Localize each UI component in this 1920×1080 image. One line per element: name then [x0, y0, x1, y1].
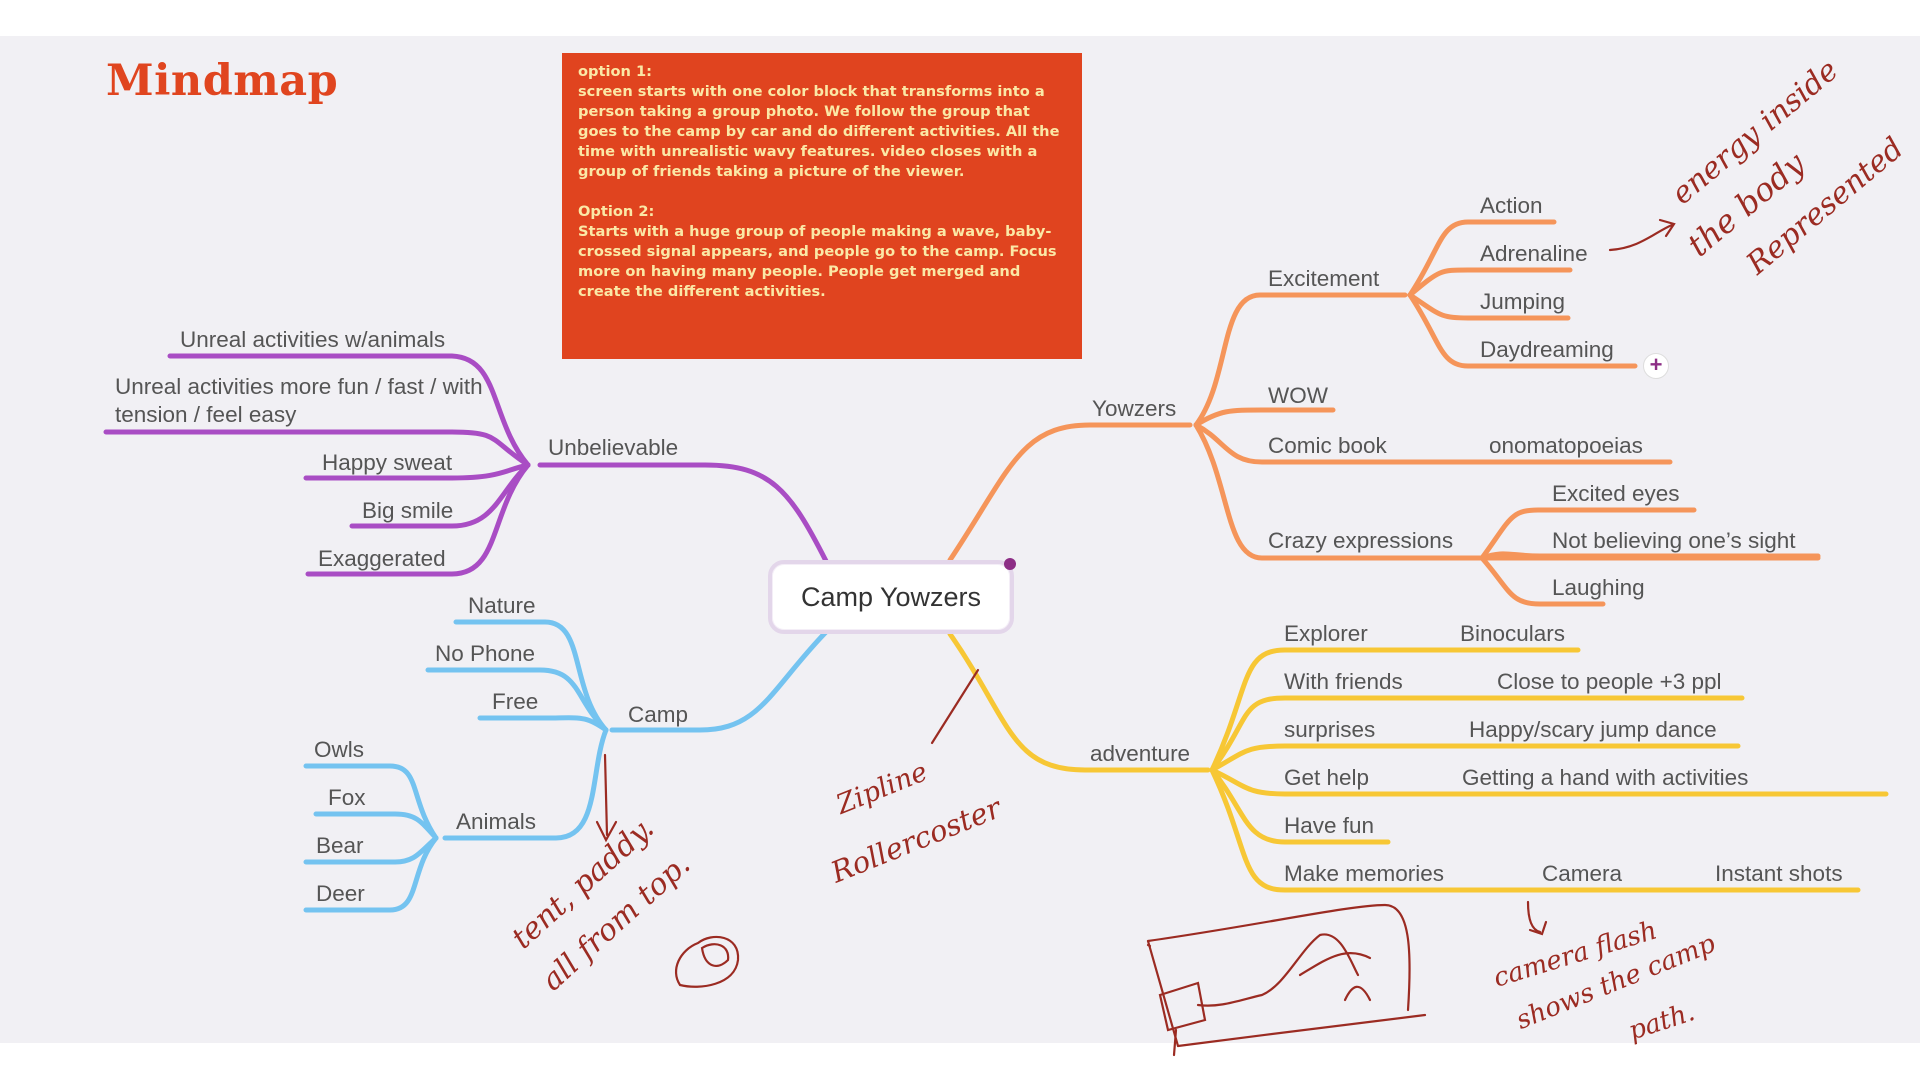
node-action[interactable]: Action — [1480, 193, 1543, 218]
node-daydreaming[interactable]: Daydreaming — [1480, 337, 1614, 362]
node-getting-a-hand[interactable]: Getting a hand with activities — [1462, 765, 1749, 790]
node-laughing[interactable]: Laughing — [1552, 575, 1645, 600]
node-excitement[interactable]: Excitement — [1268, 266, 1380, 291]
node-unreal-fun[interactable]: Unreal activities more fun / fast / with… — [115, 374, 483, 427]
node-unbelievable[interactable]: Unbelievable — [548, 435, 679, 460]
connectors-yowzers — [947, 219, 1821, 607]
node-big-smile[interactable]: Big smile — [362, 498, 454, 523]
option2-heading: Option 2: — [578, 203, 655, 220]
node-adrenaline[interactable]: Adrenaline — [1480, 241, 1588, 266]
node-binoculars[interactable]: Binoculars — [1460, 621, 1566, 646]
node-owls[interactable]: Owls — [314, 737, 364, 762]
node-exaggerated[interactable]: Exaggerated — [318, 546, 446, 571]
node-instant-shots[interactable]: Instant shots — [1715, 861, 1843, 886]
node-jumping[interactable]: Jumping — [1480, 289, 1566, 314]
node-wow[interactable]: WOW — [1268, 383, 1328, 408]
node-fox[interactable]: Fox — [328, 785, 366, 810]
node-onomatopoeias[interactable]: onomatopoeias — [1489, 433, 1643, 458]
connectors-adventure — [947, 631, 1889, 893]
node-comic-book[interactable]: Comic book — [1268, 433, 1387, 458]
node-bear[interactable]: Bear — [316, 833, 364, 858]
node-crazy-expressions[interactable]: Crazy expressions — [1268, 528, 1454, 553]
node-camera[interactable]: Camera — [1542, 861, 1623, 886]
connectors-unbelievable — [103, 353, 829, 577]
add-node-button[interactable]: + — [1643, 353, 1669, 379]
central-node-label: Camp Yowzers — [800, 581, 982, 612]
node-animals[interactable]: Animals — [456, 809, 537, 834]
node-unreal-animals[interactable]: Unreal activities w/animals — [180, 327, 446, 352]
options-note[interactable]: option 1: screen starts with one color bl… — [562, 53, 1082, 359]
node-with-friends[interactable]: With friends — [1284, 669, 1403, 694]
handwritten-strokes — [595, 218, 1676, 1057]
page-title: Mindmap — [106, 56, 339, 106]
node-happy-sweat[interactable]: Happy sweat — [322, 450, 453, 475]
node-no-phone[interactable]: No Phone — [435, 641, 536, 666]
node-jump-dance[interactable]: Happy/scary jump dance — [1469, 717, 1717, 742]
node-deer[interactable]: Deer — [316, 881, 365, 906]
node-yowzers[interactable]: Yowzers — [1092, 396, 1177, 421]
node-make-memories[interactable]: Make memories — [1284, 861, 1445, 886]
node-close-to-people[interactable]: Close to people +3 ppl — [1497, 669, 1722, 694]
node-excited-eyes[interactable]: Excited eyes — [1552, 481, 1680, 506]
node-nature[interactable]: Nature — [468, 593, 536, 618]
node-not-believing[interactable]: Not believing one’s sight — [1552, 528, 1796, 553]
central-node[interactable]: Camp Yowzers — [768, 558, 1016, 634]
node-get-help[interactable]: Get help — [1284, 765, 1370, 790]
node-explorer[interactable]: Explorer — [1284, 621, 1368, 646]
node-have-fun[interactable]: Have fun — [1284, 813, 1375, 838]
node-free[interactable]: Free — [492, 689, 539, 714]
option1-text: screen starts with one color block that … — [578, 83, 1060, 180]
option1-heading: option 1: — [578, 63, 652, 80]
node-camp[interactable]: Camp — [628, 702, 689, 727]
connector-handle[interactable] — [1004, 558, 1016, 570]
connectors-camp — [303, 619, 829, 913]
option2-text: Starts with a huge group of people makin… — [578, 223, 1057, 300]
node-adventure[interactable]: adventure — [1090, 741, 1191, 766]
node-surprises[interactable]: surprises — [1284, 717, 1376, 742]
